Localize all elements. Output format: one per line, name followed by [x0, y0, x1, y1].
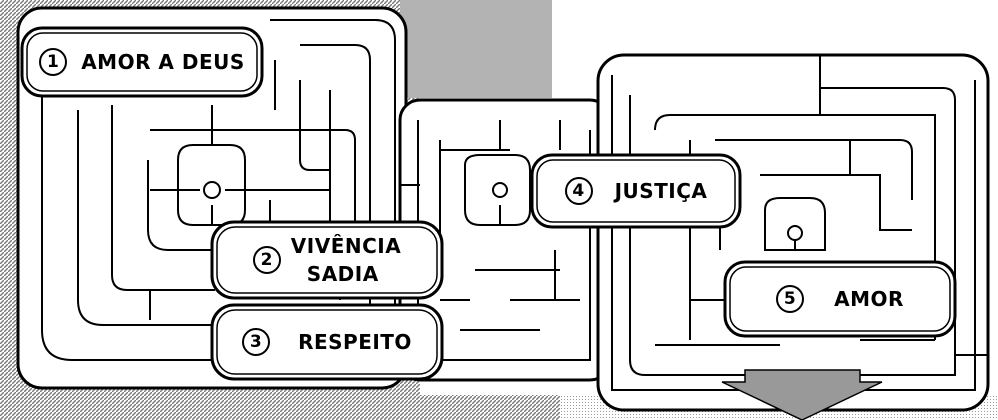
step-5-plate: [723, 260, 957, 338]
hatched-background-bottom: [400, 395, 560, 420]
step-4-number: 4: [564, 177, 593, 205]
step-2-label: 2 VIVÊNCIA SADIA: [212, 222, 442, 298]
grey-panel: [400, 0, 552, 98]
step-1-number: 1: [39, 48, 68, 76]
step-1-plate: [20, 26, 264, 98]
step-2-text-line2: SADIA: [306, 262, 379, 286]
step-1-label: 1 AMOR A DEUS: [22, 28, 262, 96]
exit-arrow: [721, 369, 883, 420]
step-5-number: 5: [776, 285, 805, 313]
step-3-plate: [210, 303, 444, 381]
step-4-plate: [530, 153, 742, 229]
maze-center-left: [203, 181, 221, 199]
step-5-text: AMOR: [834, 287, 904, 311]
step-4-text: JUSTIÇA: [614, 179, 708, 203]
step-2-text-line1: VIVÊNCIA: [290, 234, 402, 258]
maze-center-middle: [492, 182, 508, 198]
step-3-text: RESPEITO: [298, 330, 412, 354]
step-5-label: 5 AMOR: [725, 262, 955, 336]
step-3-label: 3 RESPEITO: [212, 305, 442, 379]
step-1-text: AMOR A DEUS: [81, 50, 245, 74]
step-2-plate: [210, 220, 444, 300]
step-4-label: 4 JUSTIÇA: [532, 155, 740, 227]
maze-center-right: [787, 225, 803, 241]
step-2-number: 2: [252, 246, 281, 274]
step-3-number: 3: [242, 328, 271, 356]
